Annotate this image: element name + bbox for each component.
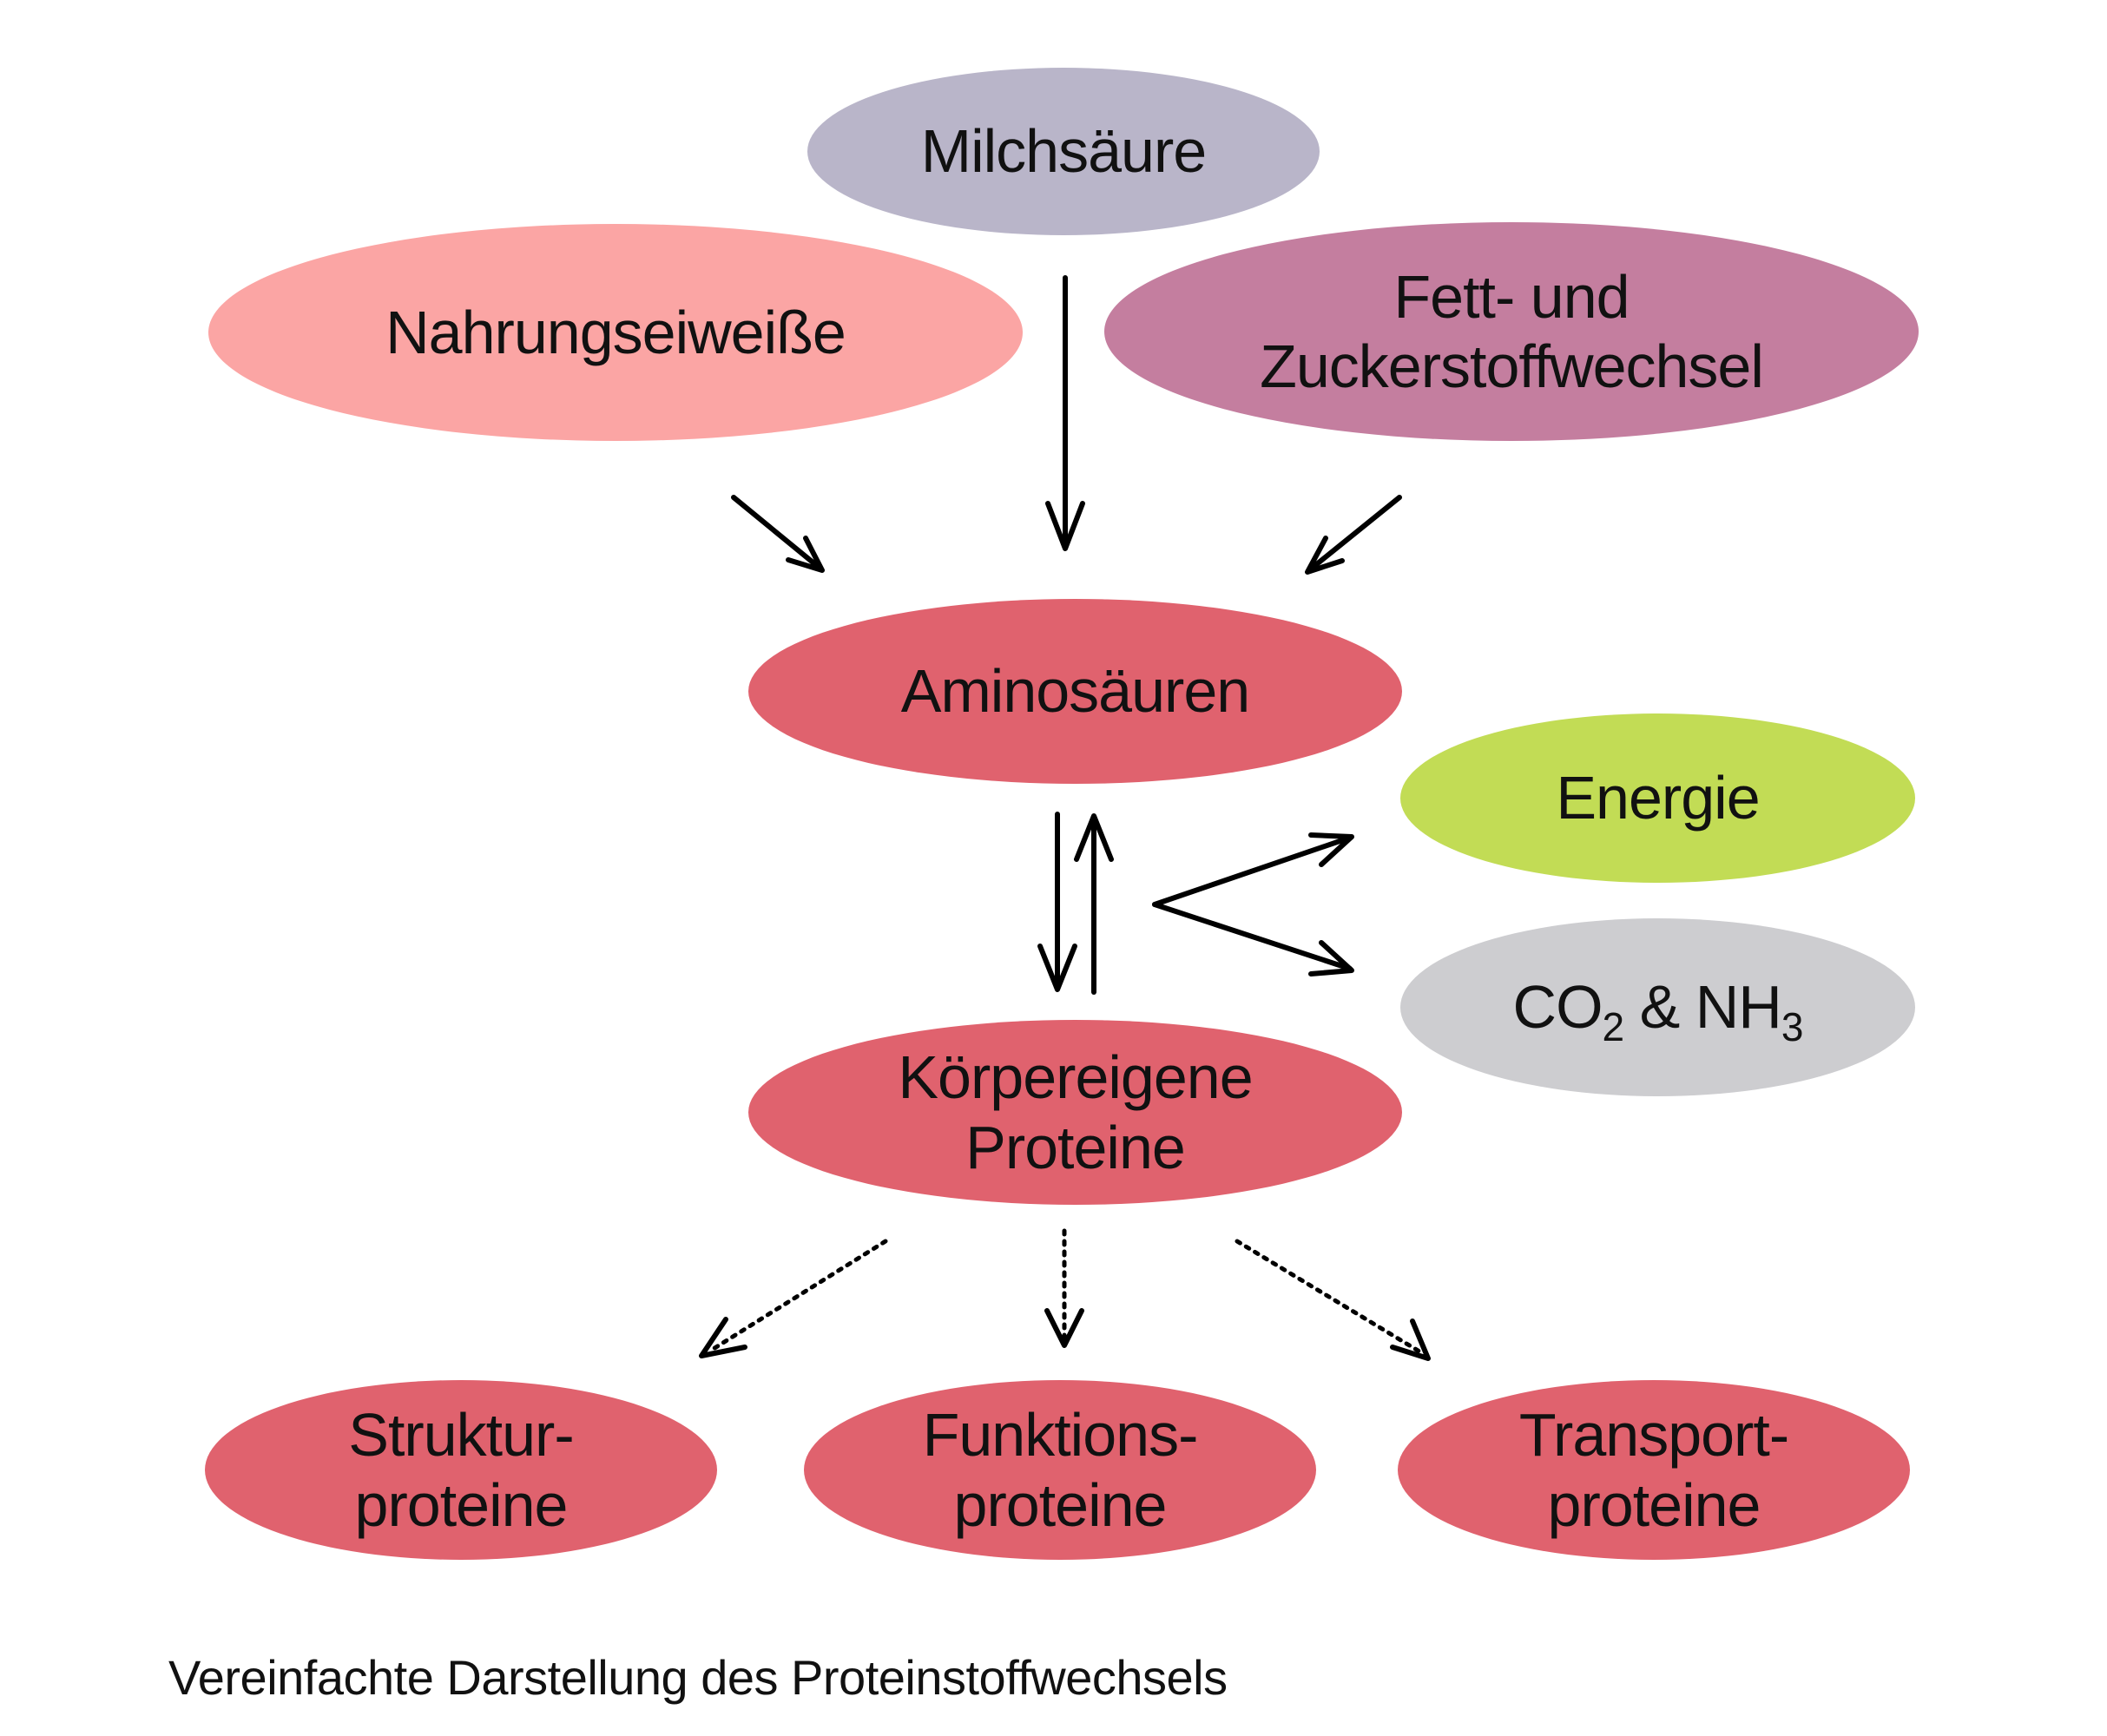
diagram-caption: Vereinfachte Darstellung des Proteinstof… xyxy=(168,1650,1228,1705)
node-strukturproteine: Struktur- proteine xyxy=(205,1380,717,1560)
nh3-subscript: 3 xyxy=(1781,1004,1804,1050)
arrow-nahrung-aminosaeuren xyxy=(731,495,823,571)
node-label-line2: Proteine xyxy=(965,1113,1186,1181)
node-fett-zuckerstoffwechsel: Fett- und Zuckerstoffwechsel xyxy=(1104,222,1919,441)
arrow-to-struktur xyxy=(709,1239,888,1352)
nh3-text: & NH xyxy=(1623,973,1782,1042)
node-label-line2: proteine xyxy=(953,1470,1168,1539)
node-label-line2: proteine xyxy=(1547,1470,1761,1539)
node-label: Aminosäuren xyxy=(900,657,1250,726)
node-label-line1: Struktur- xyxy=(348,1401,574,1469)
node-energie: Energie xyxy=(1400,713,1915,883)
node-label-line1: Körpereigene xyxy=(898,1043,1253,1111)
node-label: CO2 & NH3 xyxy=(1512,972,1804,1047)
node-nahrungseiweisse: Nahrungseiweiße xyxy=(208,224,1023,441)
arrow-to-energie xyxy=(1152,835,1353,907)
node-koerpereigene-proteine: Körpereigene Proteine xyxy=(748,1020,1402,1205)
co2-text: CO xyxy=(1512,973,1603,1042)
node-label: Energie xyxy=(1556,764,1760,832)
arrow-to-co2 xyxy=(1152,902,1353,971)
node-label-line1: Funktions- xyxy=(922,1401,1199,1469)
co2-subscript: 2 xyxy=(1602,1004,1625,1050)
node-label: Milchsäure xyxy=(920,117,1207,186)
node-label-line1: Transport- xyxy=(1518,1401,1789,1469)
node-label: Nahrungseiweiße xyxy=(385,298,846,366)
node-label-line2: proteine xyxy=(354,1470,569,1539)
node-label-line2: Zuckerstoffwechsel xyxy=(1260,332,1764,400)
arrow-to-transport xyxy=(1235,1239,1426,1357)
arrow-fett-aminosaeuren xyxy=(1307,495,1402,573)
node-co2-nh3: CO2 & NH3 xyxy=(1400,918,1915,1096)
node-funktionsproteine: Funktions- proteine xyxy=(804,1380,1316,1560)
node-transportproteine: Transport- proteine xyxy=(1398,1380,1910,1560)
node-milchsaeure: Milchsäure xyxy=(807,68,1320,235)
node-label-line1: Fett- und xyxy=(1393,262,1630,331)
node-aminosaeuren: Aminosäuren xyxy=(748,599,1402,784)
